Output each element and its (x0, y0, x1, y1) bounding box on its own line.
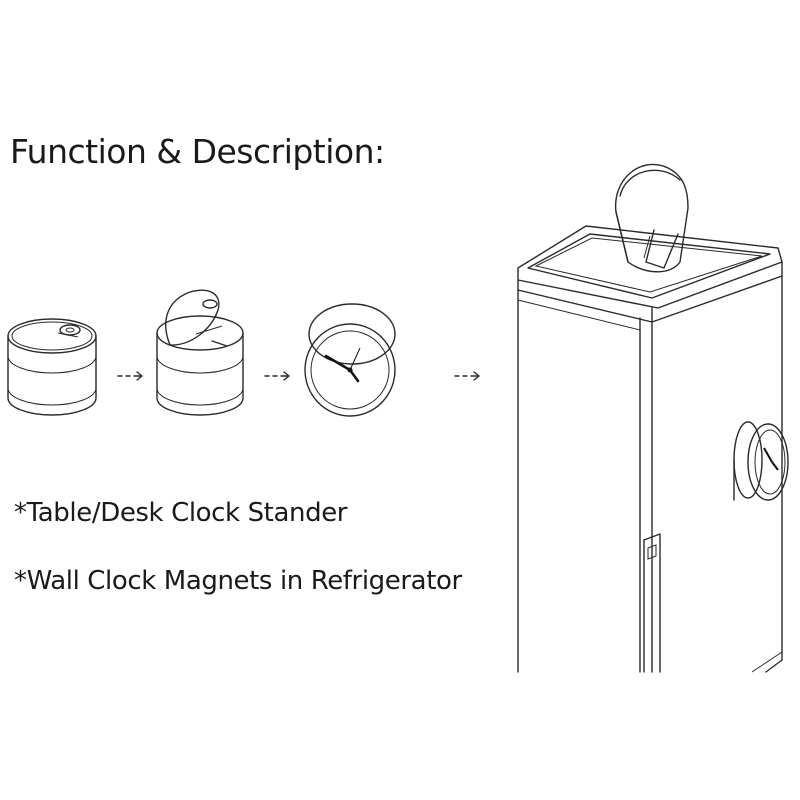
feature-fridge-magnet: *Wall Clock Magnets in Refrigerator (14, 566, 462, 596)
dashed-arrow-icon (117, 371, 143, 381)
sealed-can-icon (7, 318, 97, 416)
dashed-arrow-icon (264, 371, 290, 381)
page-title: Function & Description: (10, 132, 385, 171)
refrigerator-icon (517, 163, 789, 673)
feature-desk-stand: *Table/Desk Clock Stander (14, 498, 348, 528)
clock-icon (304, 303, 396, 417)
dashed-arrow-icon (454, 371, 480, 381)
opening-can-icon (156, 289, 244, 416)
